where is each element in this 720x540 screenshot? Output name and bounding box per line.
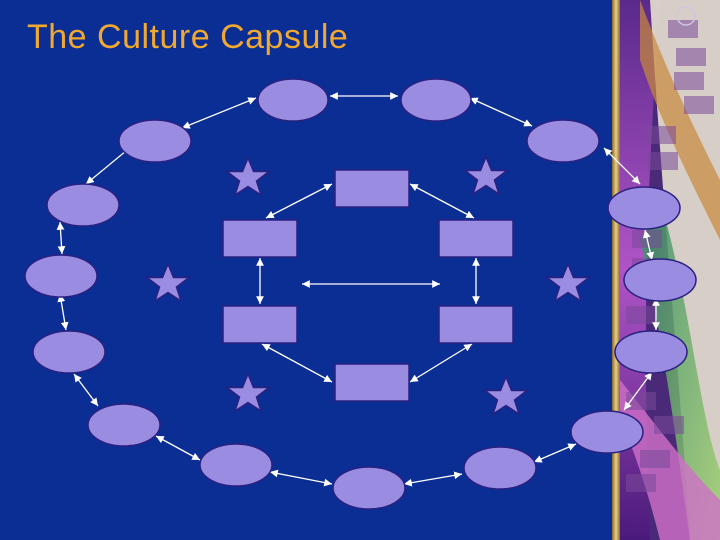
inner-connectors [256, 183, 480, 383]
outer-ellipse-12 [570, 410, 644, 454]
inner-rect-upper-right [438, 219, 514, 258]
star-1 [224, 156, 272, 197]
outer-ellipse-4 [526, 119, 600, 163]
outer-ellipse-5 [46, 183, 120, 227]
outer-ellipse-2 [400, 78, 472, 122]
outer-ellipse-6 [607, 186, 681, 230]
star-3 [144, 262, 192, 303]
inner-rect-upper-left [222, 219, 298, 258]
outer-ellipse-9 [32, 330, 106, 374]
outer-ellipse-10 [614, 330, 688, 374]
outer-ellipse-15 [332, 466, 406, 510]
outer-ellipse-11 [87, 403, 161, 447]
outer-ellipse-8 [623, 258, 697, 302]
outer-ellipse-1 [257, 78, 329, 122]
inner-rect-lower-right [438, 305, 514, 344]
star-2 [462, 155, 510, 196]
star-5 [224, 372, 272, 413]
outer-ellipse-3 [118, 119, 192, 163]
inner-rect-lower-left [222, 305, 298, 344]
outer-ellipse-7 [24, 254, 98, 298]
star-6 [482, 375, 530, 416]
inner-rect-top [334, 169, 410, 208]
inner-rect-bottom [334, 363, 410, 402]
outer-ellipse-14 [463, 446, 537, 490]
outer-ellipse-13 [199, 443, 273, 487]
star-4 [544, 262, 592, 303]
slide-title: The Culture Capsule [27, 18, 349, 56]
